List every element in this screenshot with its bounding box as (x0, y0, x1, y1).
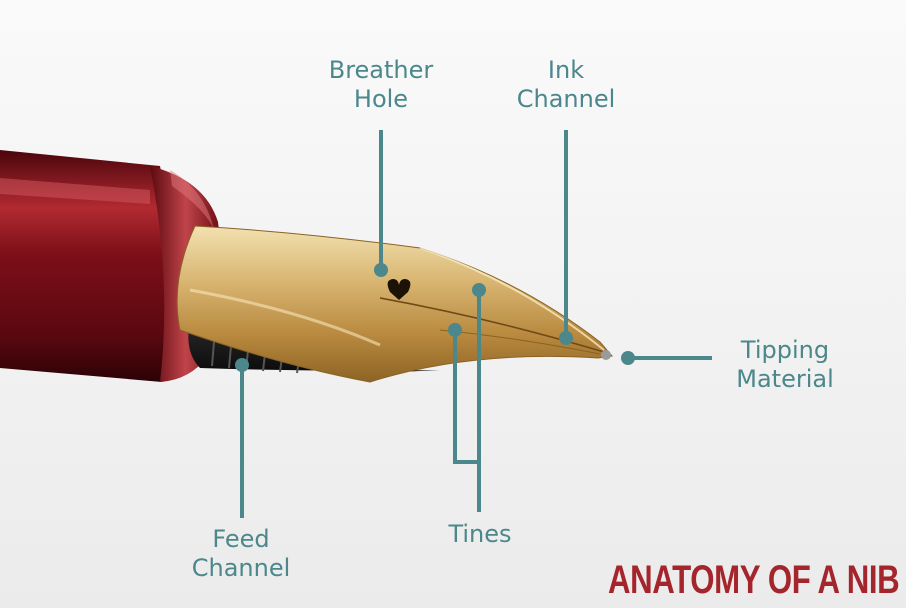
ink-channel-label: Ink Channel (506, 56, 626, 114)
diagram-title: ANATOMY OF A NIB (608, 556, 837, 604)
tipping-material (601, 350, 611, 360)
tipping-material-label: Tipping Material (724, 336, 846, 394)
tines-label: Tines (430, 520, 530, 549)
feed-channel-label: Feed Channel (180, 525, 302, 583)
breather-hole-label: Breather Hole (316, 56, 446, 114)
pen-barrel (0, 150, 168, 382)
